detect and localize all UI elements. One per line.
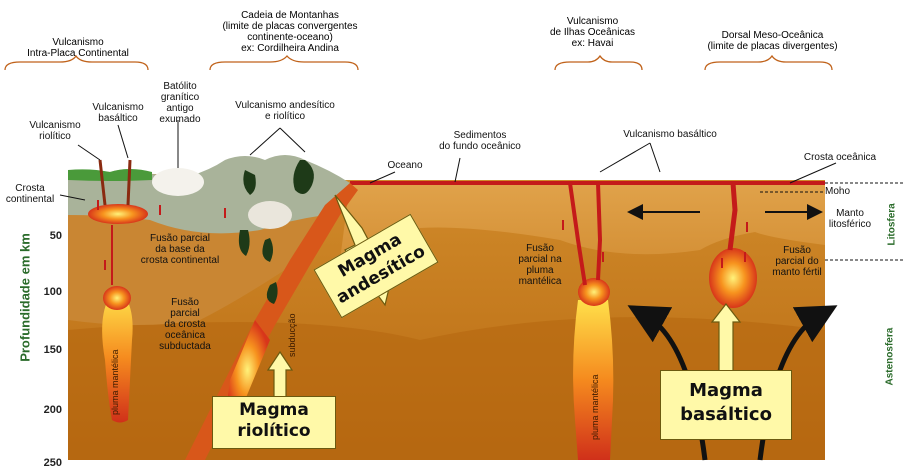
callout-basaltic-magma: Magma basáltico: [660, 370, 792, 440]
ridge-melt: [709, 248, 757, 308]
y-tick-200: 200: [43, 404, 62, 416]
y-tick-50: 50: [49, 230, 62, 242]
label-lithosphere: Litosfera: [886, 203, 898, 246]
label-lithospheric-mantle: Manto litosférico: [828, 208, 872, 230]
label-andesitic-volcanism: Vulcanismo andesítico e riolítico: [235, 100, 335, 122]
label-oceanic-crust-melt: Fusão parcial da crosta oceânica subduct…: [159, 297, 211, 352]
y-tick-250: 250: [43, 457, 62, 469]
andesitic-volcano: [293, 160, 314, 194]
header-oceanic-islands: Vulcanismo de Ilhas Oceânicas ex: Havai: [549, 16, 636, 49]
batholith-deep: [248, 201, 292, 229]
batholith: [152, 168, 204, 196]
subducting-slab: [185, 183, 358, 460]
header-brackets: [4, 54, 833, 71]
y-tick-100: 100: [43, 286, 62, 298]
label-subduction: subducção: [287, 313, 297, 357]
label-basaltic-volcanism-left: Vulcanismo basáltico: [92, 102, 144, 124]
left-plume-head: [103, 286, 131, 310]
label-continental-crust: Crosta continental: [5, 183, 55, 205]
left-crust-melt: [88, 204, 148, 224]
label-batholith: Batólito granítico antigo exumado: [159, 81, 201, 125]
vegetation: [68, 169, 152, 181]
basaltic-arrow: [710, 303, 742, 373]
rhyolitic-arrow: [266, 350, 294, 401]
y-tick-150: 150: [43, 344, 62, 356]
label-oceanic-crust: Crosta oceânica: [803, 152, 877, 163]
label-basaltic-volcanism-right: Vulcanismo basáltico: [623, 129, 717, 140]
subduction-hot-zone: [225, 320, 270, 420]
label-rhyolitic-volcanism: Vulcanismo riolítico: [29, 120, 81, 142]
label-hotspot-plume: pluma mantélica: [590, 374, 600, 440]
hotspot-plume-head: [578, 278, 610, 306]
header-intraplate: Vulcanismo Intra-Placa Continental: [27, 37, 129, 59]
label-crust-melt: Fusão parcial da base da crosta continen…: [140, 233, 220, 266]
hotspot-plume: [573, 300, 614, 460]
label-asthenosphere: Astenosfera: [884, 327, 896, 386]
label-moho: Moho: [825, 186, 851, 197]
label-left-plume: pluma mantélica: [110, 349, 120, 415]
oceanic-lithosphere: [340, 183, 825, 260]
y-axis-title: Profundidade em km: [17, 233, 33, 362]
header-mid-ocean-ridge: Dorsal Meso-Oceânica (limite de placas d…: [707, 30, 838, 52]
callout-rhyolitic-magma: Magma riolítico: [212, 396, 336, 449]
label-mantle-melt: Fusão parcial do manto fértil: [772, 245, 822, 278]
label-ocean: Oceano: [387, 160, 423, 171]
left-plume: [102, 295, 133, 423]
label-sediments: Sedimentos do fundo oceânico: [439, 130, 521, 152]
label-plume-melt: Fusão parcial na pluma mantélica: [518, 243, 562, 287]
header-mountain-chain: Cadeia de Montanhas (limite de placas co…: [222, 10, 358, 54]
